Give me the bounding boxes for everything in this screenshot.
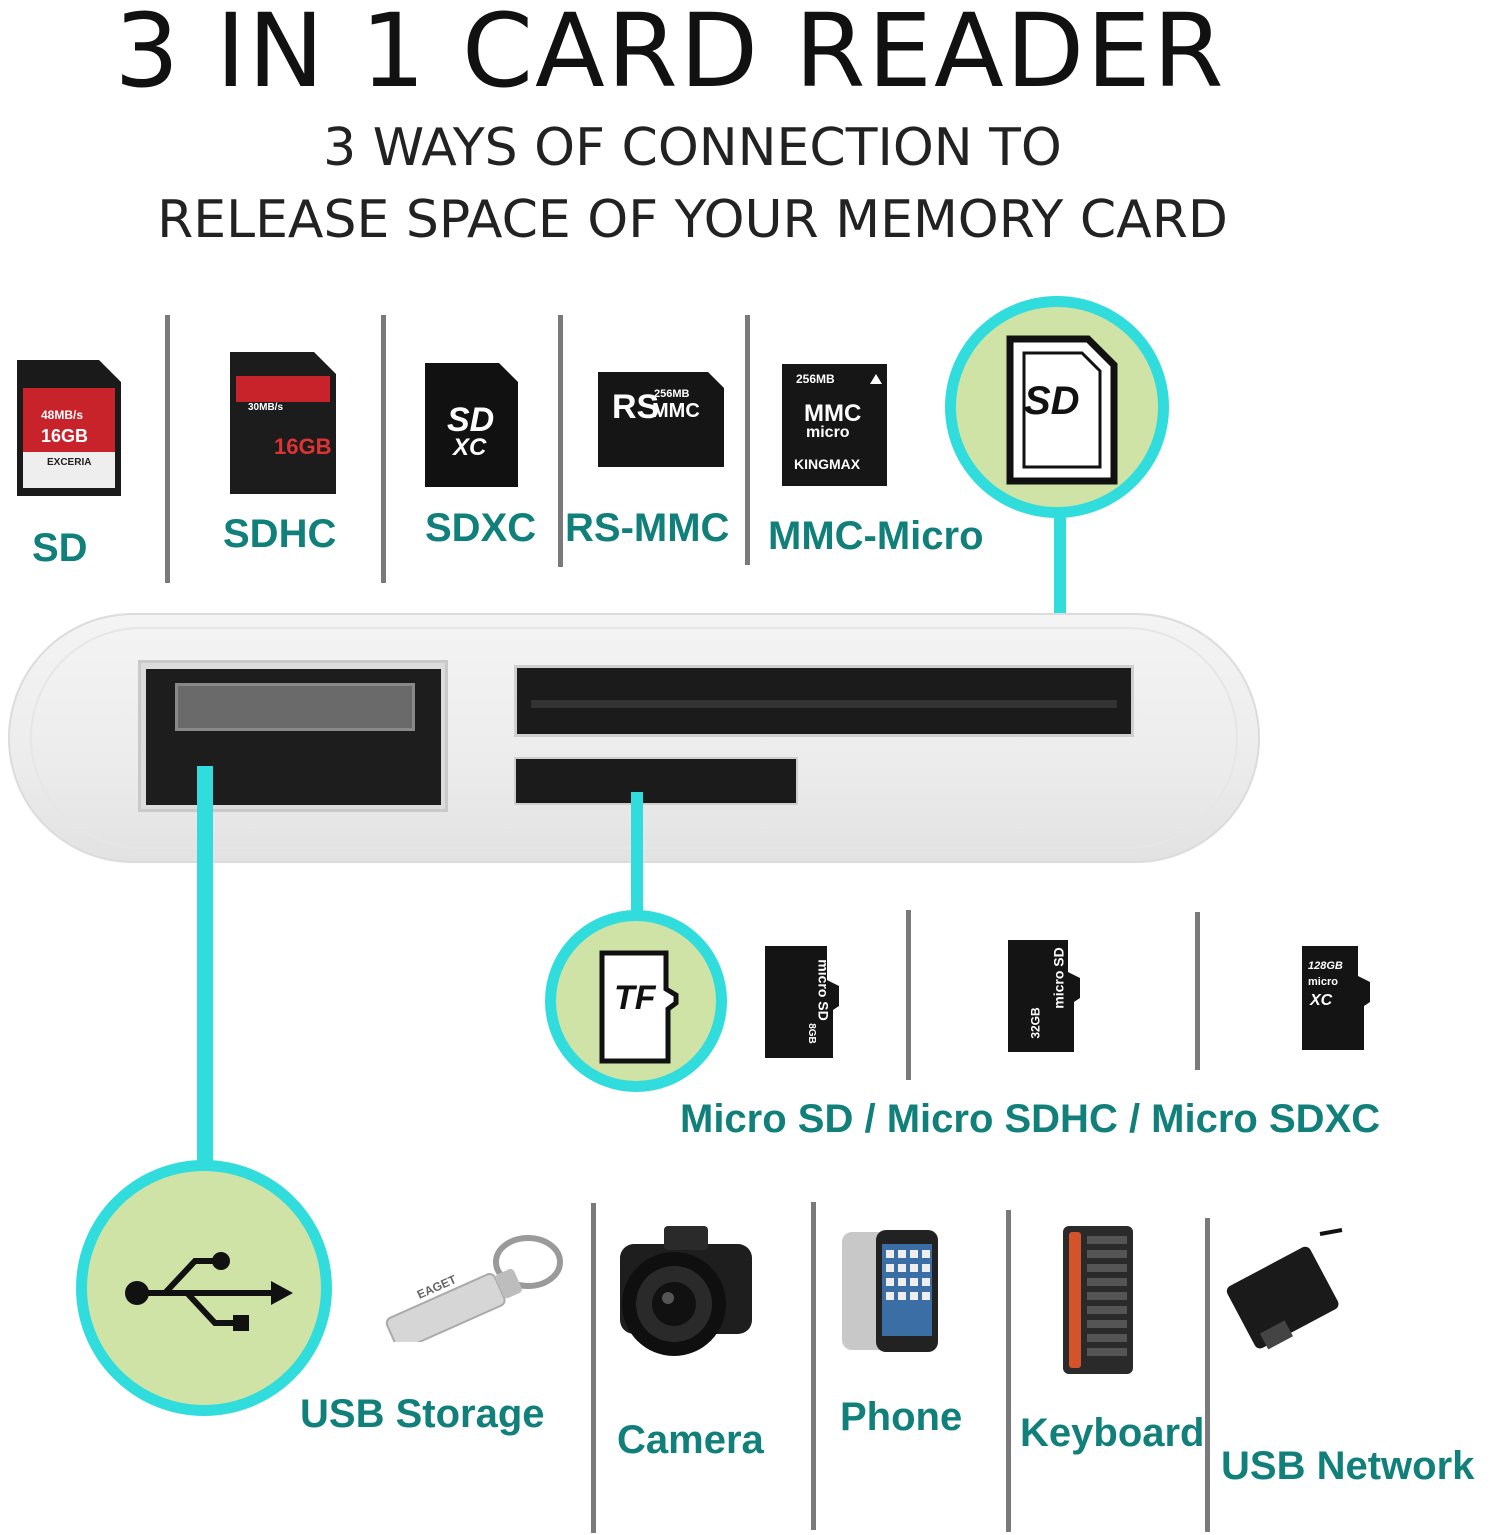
card-text: KINGMAX <box>794 456 861 472</box>
page-title: 3 IN 1 CARD READER <box>114 0 1226 111</box>
card-text: MMC <box>804 400 862 427</box>
sd-logo-text: SD <box>1024 379 1080 423</box>
micro-sdxc-card-image: 128GB micro XC <box>1302 946 1376 1050</box>
card-text: MMC <box>652 400 700 422</box>
card-text: micro SD <box>815 959 832 1021</box>
label-keyboard: Keyboard <box>1020 1411 1205 1455</box>
svg-text:XC: XC <box>451 434 487 461</box>
camera-image <box>612 1222 757 1360</box>
tf-logo-text: TF <box>614 979 656 1017</box>
rs-mmc-card-image: RS 256MB MMC <box>598 372 724 467</box>
connector-line-tf <box>631 792 643 916</box>
divider <box>811 1202 816 1530</box>
card-text: 48MB/s <box>41 408 84 422</box>
label-sd: SD <box>32 526 88 570</box>
divider <box>745 315 750 565</box>
usb-port-badge <box>76 1160 332 1416</box>
card-text: 32GB <box>1028 1007 1043 1039</box>
keyboard-image <box>1063 1226 1133 1374</box>
label-usb-storage: USB Storage <box>300 1392 545 1436</box>
divider <box>558 315 563 567</box>
card-text: 8GB <box>805 1023 817 1044</box>
tf-card-icon <box>599 950 679 1064</box>
svg-text:SD: SD <box>447 401 494 439</box>
subtitle-line-1: 3 WAYS OF CONNECTION TO <box>323 118 1062 178</box>
subtitle-line-2: RELEASE SPACE OF YOUR MEMORY CARD <box>157 190 1228 250</box>
micro-sd-card-image: micro SD 8GB <box>765 946 847 1058</box>
card-text: XC <box>1310 992 1333 1009</box>
card-text: 16GB <box>41 426 89 446</box>
label-camera: Camera <box>617 1418 764 1462</box>
label-rs-mmc: RS-MMC <box>565 506 730 550</box>
card-text: micro <box>806 424 850 441</box>
sd-card-image: 48MB/s 16GB EXCERIA <box>17 360 121 496</box>
card-text: 256MB <box>654 388 690 400</box>
label-micro-cards: Micro SD / Micro SDHC / Micro SDXC <box>680 1097 1381 1141</box>
usb-symbol-icon <box>125 1252 293 1331</box>
mmc-micro-card-image: 256MB MMC micro KINGMAX <box>782 364 887 486</box>
label-phone: Phone <box>840 1395 963 1439</box>
card-text: 256MB <box>796 372 835 386</box>
card-text: 30MB/s <box>248 402 284 413</box>
tf-slot <box>514 757 798 805</box>
sdhc-card-image: 30MB/s 16GB <box>230 352 336 494</box>
label-mmc-micro: MMC-Micro <box>768 514 984 558</box>
card-text: micro SD <box>1050 947 1067 1009</box>
tf-slot-badge: TF <box>545 910 727 1092</box>
label-sdhc: SDHC <box>223 512 337 556</box>
card-text: micro <box>1308 976 1338 988</box>
divider <box>165 315 170 583</box>
phone-image <box>838 1228 942 1354</box>
usb-port <box>138 660 448 812</box>
usb-network-adapter-image <box>1224 1228 1346 1356</box>
divider <box>591 1203 596 1533</box>
label-usb-network: USB Network <box>1221 1444 1475 1488</box>
divider <box>906 910 911 1080</box>
label-sdxc: SDXC <box>425 506 537 550</box>
sd-slot-badge: SD <box>945 296 1169 518</box>
divider <box>1006 1210 1011 1532</box>
card-text: 128GB <box>1308 960 1343 972</box>
sdxc-card-image: SD XC <box>425 363 518 487</box>
sd-card-icon <box>1006 335 1118 485</box>
divider <box>381 315 386 583</box>
micro-sdhc-card-image: micro SD 32GB <box>1008 940 1088 1052</box>
divider <box>1195 912 1200 1070</box>
sd-slot <box>514 665 1134 737</box>
connector-line-usb <box>197 766 213 1166</box>
card-text: EXCERIA <box>47 457 92 468</box>
card-text: RS <box>612 388 660 426</box>
card-text: 16GB <box>274 434 332 459</box>
divider <box>1205 1218 1210 1532</box>
usb-flash-drive-image: EAGET <box>370 1232 565 1351</box>
